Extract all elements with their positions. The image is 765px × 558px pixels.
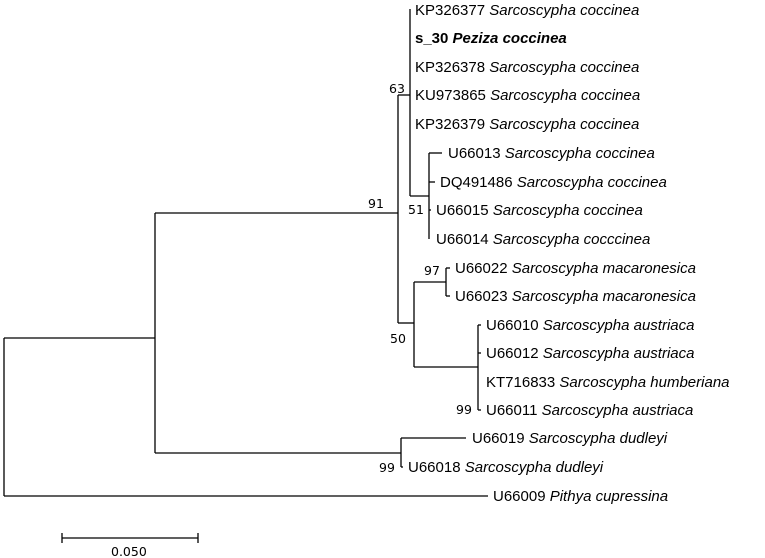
support-value: 50 <box>390 331 406 346</box>
support-value: 99 <box>379 460 395 475</box>
taxon-label: U66018 Sarcoscypha dudleyi <box>408 459 604 476</box>
tree-branches <box>3 9 488 497</box>
taxon-label: U66011 Sarcoscypha austriaca <box>486 402 693 419</box>
taxon-labels: KP326377 Sarcoscypha coccinea s_30 Peziz… <box>408 2 730 505</box>
taxon-label: KU973865 Sarcoscypha coccinea <box>415 87 640 104</box>
taxon-label: U66010 Sarcoscypha austriaca <box>486 317 694 334</box>
taxon-label: U66009 Pithya cupressina <box>493 488 668 505</box>
taxon-label: U66015 Sarcoscypha coccinea <box>436 202 643 219</box>
support-value: 97 <box>424 263 440 278</box>
taxon-label: KP326378 Sarcoscypha coccinea <box>415 59 639 76</box>
support-value: 51 <box>408 202 424 217</box>
taxon-label: KT716833 Sarcoscypha humberiana <box>486 374 730 391</box>
scale-bar: 0.050 <box>61 533 199 558</box>
support-value: 99 <box>456 402 472 417</box>
taxon-label: KP326379 Sarcoscypha coccinea <box>415 116 639 133</box>
taxon-label: U66013 Sarcoscypha coccinea <box>448 145 655 162</box>
taxon-label: U66019 Sarcoscypha dudleyi <box>472 430 668 447</box>
taxon-label: U66022 Sarcoscypha macaronesica <box>455 260 696 277</box>
taxon-label: U66023 Sarcoscypha macaronesica <box>455 288 696 305</box>
bootstrap-support-values: 63 91 51 97 50 99 99 <box>368 81 472 475</box>
taxon-label-highlighted: s_30 Peziza coccinea <box>415 30 567 47</box>
scale-bar-label: 0.050 <box>111 544 147 558</box>
support-value: 63 <box>389 81 405 96</box>
taxon-label: KP326377 Sarcoscypha coccinea <box>415 2 639 19</box>
taxon-label: U66012 Sarcoscypha austriaca <box>486 345 694 362</box>
taxon-label: DQ491486 Sarcoscypha coccinea <box>440 174 667 191</box>
support-value: 91 <box>368 196 384 211</box>
taxon-label: U66014 Sarcoscypha cocccinea <box>436 231 650 248</box>
